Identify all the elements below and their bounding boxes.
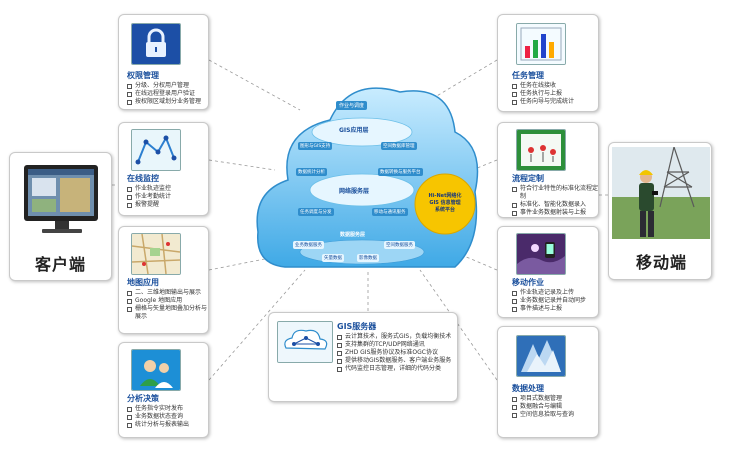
- list-item: 任务执行与上报: [512, 90, 598, 98]
- list-item: 数据融合与编辑: [512, 403, 598, 411]
- cloud-data-layer: 数据服务层: [340, 232, 366, 238]
- right-panel-task: 任务管理 任务在线接收 任务执行与上报 任务向导与完成统计: [497, 14, 599, 112]
- data-process-title: 数据处理: [512, 384, 544, 393]
- right-panel-workflow: 流程定制 符合行业特性的标准化流程定制 标准化、智能化数据录入 事件业务数据射装…: [497, 122, 599, 218]
- list-item: 标准化、智能化数据录入: [512, 201, 598, 209]
- cloud-gis-layer: GIS应用层: [339, 127, 369, 134]
- list-item: 代码监控日志管理，详细的代码分类: [337, 365, 455, 373]
- badge-line-3: 系统平台: [434, 207, 455, 213]
- list-item: 在线远程登录用户验证: [127, 90, 209, 98]
- data-process-items: 项目式数据管理 数据融合与编辑 空间信息拾取与查询: [512, 395, 598, 419]
- list-item: 任务指令实时发布: [127, 405, 209, 413]
- route-monitor-icon: [131, 129, 181, 171]
- platform-badge: Hi-Net网络化 GIS 信息管理 系统平台: [419, 193, 471, 214]
- workflow-icon: [516, 129, 566, 171]
- left-panel-monitor: 在线监控 作业轨迹监控 作业考勤统计 报警提醒: [118, 122, 209, 216]
- left-panel-map: 地图应用 二、三维地图输出与展示 Google 地图应用 栅格与矢量地图叠加分析…: [118, 226, 209, 334]
- cloud-top-label: 作业与调度: [336, 101, 368, 110]
- left-panel-analysis: 分析决策 任务指令实时发布 业务数据状态查询 统计分析与报表输出: [118, 342, 209, 438]
- list-item: 项目式数据管理: [512, 395, 598, 403]
- analysis-items: 任务指令实时发布 业务数据状态查询 统计分析与报表输出: [127, 405, 209, 429]
- list-item: 作业轨迹监控: [127, 185, 209, 193]
- list-item: 业务数据状态查询: [127, 413, 209, 421]
- list-item: 作业考勤统计: [127, 193, 209, 201]
- list-item: 事件描述与上报: [512, 305, 598, 313]
- list-item: 二、三维地图输出与展示: [127, 289, 207, 297]
- map-title: 地图应用: [127, 278, 159, 287]
- permission-title: 权限管理: [127, 71, 159, 80]
- cloud-row5-left: 矢量数据: [322, 254, 344, 262]
- badge-line-2: GIS 信息管理: [429, 200, 461, 206]
- left-panel-permission: 权限管理 分级、分权用户管理 在线远程登录用户验证 按权限区域划分业务管理: [118, 14, 209, 110]
- workflow-title: 流程定制: [512, 174, 544, 183]
- cloud-row3-right: 移动与通讯服务: [372, 208, 408, 216]
- field-worker-photo: [612, 147, 710, 239]
- client-label: 客户端: [35, 255, 87, 274]
- list-item: 云计算技术，服务式GIS，负载均衡技术: [337, 333, 455, 341]
- cloud-row4-left: 业务数据服务: [293, 241, 324, 249]
- right-panel-mobile-work: 移动作业 作业轨迹记录及上传 业务数据记录并自动同步 事件描述与上报: [497, 226, 599, 318]
- cloud-row1-left: 图形与GIS支持: [298, 142, 333, 150]
- list-item: 报警提醒: [127, 201, 209, 209]
- mobile-work-title: 移动作业: [512, 278, 544, 287]
- list-item: 栅格与矢量地图叠加分析与展示: [127, 305, 207, 321]
- list-item: 任务在线接收: [512, 82, 598, 90]
- monitor-icon: [24, 165, 98, 233]
- monitor-title: 在线监控: [127, 174, 159, 183]
- list-item: 支持集群的TCP/UDP网络通讯: [337, 341, 455, 349]
- mobile-work-icon: [516, 233, 566, 275]
- list-item: 空间信息拾取与查询: [512, 411, 598, 419]
- analysis-icon: [131, 349, 181, 391]
- list-item: ZHD GIS服务协议及标准OGC协议: [337, 349, 455, 357]
- platform-cloud: [256, 87, 479, 268]
- task-chart-icon: [516, 23, 566, 65]
- gis-server-panel: GIS服务器 云计算技术，服务式GIS，负载均衡技术 支持集群的TCP/UDP网…: [268, 312, 458, 402]
- list-item: 业务数据记录并自动同步: [512, 297, 598, 305]
- workflow-items: 符合行业特性的标准化流程定制 标准化、智能化数据录入 事件业务数据射装与上报: [512, 185, 598, 217]
- analysis-title: 分析决策: [127, 394, 159, 403]
- badge-line-1: Hi-Net网络化: [428, 193, 462, 199]
- cloud-row4-right: 空间数据服务: [384, 241, 415, 249]
- list-item: 符合行业特性的标准化流程定制: [512, 185, 598, 201]
- cloud-row3-left: 任务调度与分发: [298, 208, 334, 216]
- gis-server-title: GIS服务器: [337, 322, 377, 331]
- mobile-device-panel: 移动端: [608, 142, 712, 280]
- list-item: 按权限区域划分业务管理: [127, 98, 209, 106]
- list-item: 作业轨迹记录及上传: [512, 289, 598, 297]
- gis-server-items: 云计算技术，服务式GIS，负载均衡技术 支持集群的TCP/UDP网络通讯 ZHD…: [337, 333, 455, 373]
- right-panel-data-process: 数据处理 项目式数据管理 数据融合与编辑 空间信息拾取与查询: [497, 326, 599, 438]
- list-item: 分级、分权用户管理: [127, 82, 209, 90]
- cloud-row2-right: 数据转换与服务平台: [378, 168, 423, 176]
- mobile-label: 移动端: [636, 253, 688, 272]
- task-items: 任务在线接收 任务执行与上报 任务向导与完成统计: [512, 82, 598, 106]
- map-icon: [131, 233, 181, 275]
- permission-items: 分级、分权用户管理 在线远程登录用户验证 按权限区域划分业务管理: [127, 82, 209, 106]
- list-item: 事件业务数据射装与上报: [512, 209, 598, 217]
- client-device-panel: 客户端: [9, 152, 112, 281]
- mobile-work-items: 作业轨迹记录及上传 业务数据记录并自动同步 事件描述与上报: [512, 289, 598, 313]
- lock-icon: [131, 23, 181, 65]
- cloud-row2-left: 数据统计分析: [296, 168, 327, 176]
- cloud-network-layer: 网络服务层: [339, 188, 370, 195]
- cloud-row5-right: 影像数据: [357, 254, 379, 262]
- map-items: 二、三维地图输出与展示 Google 地图应用 栅格与矢量地图叠加分析与展示: [127, 289, 207, 321]
- list-item: Google 地图应用: [127, 297, 207, 305]
- data-process-icon: [516, 335, 566, 377]
- cloud-row1-right: 空间数据库管理: [381, 142, 417, 150]
- list-item: 任务向导与完成统计: [512, 98, 598, 106]
- list-item: 提供移动GIS数据服务、客户端业务服务: [337, 357, 455, 365]
- task-title: 任务管理: [512, 71, 544, 80]
- list-item: 统计分析与报表输出: [127, 421, 209, 429]
- network-cloud-icon: [277, 321, 333, 363]
- monitor-items: 作业轨迹监控 作业考勤统计 报警提醒: [127, 185, 209, 209]
